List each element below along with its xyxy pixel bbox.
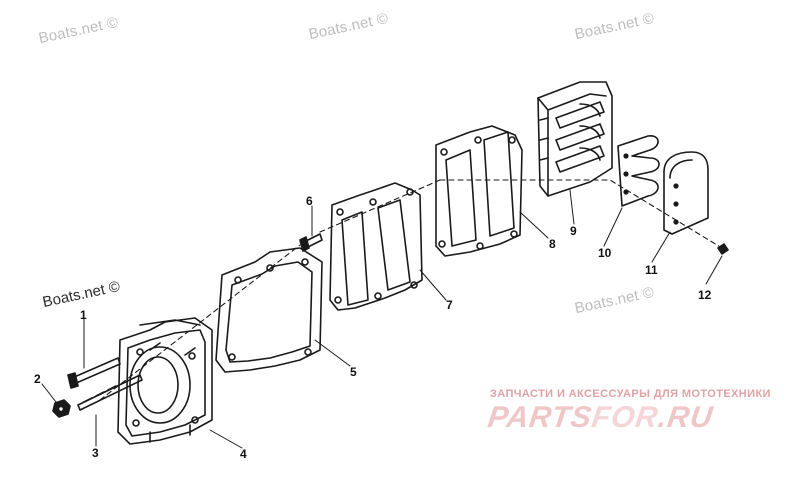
part-8-gasket <box>435 125 523 257</box>
part-3-stud <box>77 374 143 411</box>
callout-6: 6 <box>306 194 313 208</box>
callout-5: 5 <box>350 365 357 379</box>
part-10-reed-petal <box>617 135 660 207</box>
part-11-reed-stop <box>663 151 709 235</box>
part-6-screw <box>299 233 323 252</box>
brand-logo-part1: PARTS <box>485 401 595 434</box>
part-2-nut <box>52 399 71 418</box>
part-7-reed-plate <box>329 182 423 311</box>
callout-11: 11 <box>645 263 658 277</box>
brand-tagline: ЗАПЧАСТИ И АКСЕССУАРЫ ДЛЯ МОТОТЕХНИКИ <box>490 388 771 400</box>
callout-4: 4 <box>240 447 247 461</box>
part-9-reed-cage <box>537 81 613 197</box>
brand-logo: PARTSFOR.RU <box>486 401 716 435</box>
callout-12: 12 <box>698 288 712 302</box>
callout-1: 1 <box>80 308 87 322</box>
callout-9: 9 <box>570 224 577 238</box>
callout-3: 3 <box>92 446 99 460</box>
callout-10: 10 <box>598 246 612 260</box>
part-1-bolt <box>67 357 121 389</box>
leader-lines <box>41 189 723 449</box>
callout-2: 2 <box>34 372 41 386</box>
part-5-gasket <box>215 247 323 373</box>
part-12-screw <box>717 243 729 255</box>
callout-7: 7 <box>446 298 453 312</box>
brand-logo-part2: FOR <box>589 401 661 434</box>
brand-logo-part3: .RU <box>655 401 716 434</box>
part-4-adapter-plate <box>117 317 213 445</box>
callout-8: 8 <box>549 237 556 251</box>
